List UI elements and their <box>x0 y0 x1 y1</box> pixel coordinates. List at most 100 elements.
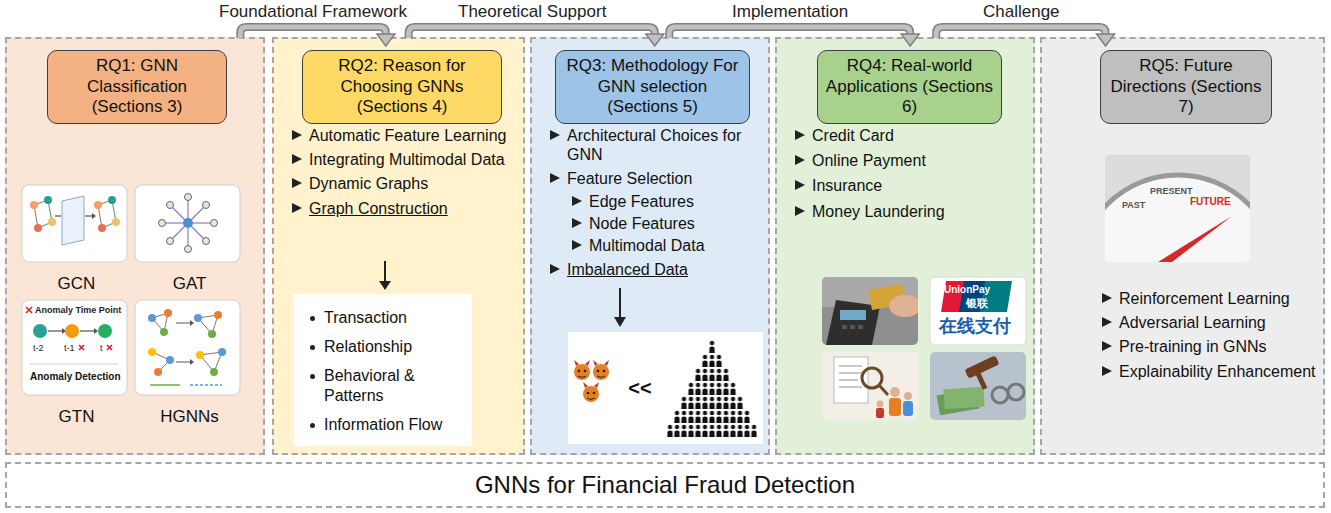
bullet-row: Dynamic Graphs <box>292 174 520 193</box>
bullet-row: Insurance <box>795 176 1030 195</box>
picture-label: Anomaly Detection <box>30 371 121 383</box>
rq-panel: Credit CardOnline PaymentInsuranceMoney … <box>775 37 1035 455</box>
text-label: Relationship <box>324 337 468 356</box>
bullet-arrow <box>1102 366 1112 376</box>
bullet-row: Reinforcement Learning <box>1102 289 1317 308</box>
arrow-head <box>646 34 664 46</box>
rq-header: RQ4: Real-world Applications (Sections 6… <box>817 50 1002 124</box>
bullet-row: Integrating Multimodal Data <box>292 150 520 169</box>
bullet-row: Architectural Choices for GNN <box>550 126 765 164</box>
imbalance-illustration <box>574 340 758 438</box>
bullet-row: Behavioral & Patterns <box>308 366 468 404</box>
text-label: Dynamic Graphs <box>309 174 520 193</box>
topic-band: GNNs for Financial Fraud Detection <box>5 462 1325 508</box>
bullet-row: Credit Card <box>795 126 1030 145</box>
bullet-row: Graph Construction <box>292 199 520 218</box>
text-label: RQ5: Future Directions (Sections 7) <box>1107 56 1265 117</box>
picture-label: Anomaly Time Point <box>35 305 121 315</box>
bullet-dot <box>310 423 315 428</box>
edge-label: Implementation <box>732 2 848 22</box>
text-label: Integrating Multimodal Data <box>309 150 520 169</box>
edge-label: Theoretical Support <box>458 2 606 22</box>
bullet-arrow <box>550 264 560 274</box>
bullet-arrow <box>572 218 582 228</box>
text-label: GCN <box>24 274 129 294</box>
bullet-arrow <box>292 130 302 140</box>
bullet-arrow <box>292 178 302 188</box>
text-label: GNNs for Financial Fraud Detection <box>475 471 855 500</box>
bullet-arrow <box>795 206 805 216</box>
bullet-arrow <box>1102 317 1112 327</box>
bullet-list: TransactionRelationshipBehavioral & Patt… <box>308 308 468 434</box>
bullet-arrow <box>1102 341 1112 351</box>
picture-label: UnionPay <box>944 284 990 296</box>
down-arrow <box>614 288 626 327</box>
arrow-head <box>1097 34 1115 46</box>
bullet-arrow <box>795 155 805 165</box>
image-box: << <box>568 332 763 444</box>
compass-picture <box>1105 155 1250 262</box>
text-label: GTN <box>24 407 129 427</box>
bullet-dot <box>310 345 315 350</box>
bullet-row: Automatic Feature Learning <box>292 126 520 145</box>
text-label: RQ4: Real-world Applications (Sections 6… <box>824 56 995 117</box>
bullet-row: Information Flow <box>308 415 468 434</box>
money-laundering-photo <box>930 352 1026 420</box>
flow-arrow <box>240 27 395 46</box>
rq-header: RQ1: GNN Classification (Sections 3) <box>47 50 227 124</box>
text-label: Imbalanced Data <box>567 260 765 279</box>
down-arrow <box>379 261 391 290</box>
hgnn-illustration <box>135 300 240 395</box>
text-label: Adversarial Learning <box>1119 313 1317 332</box>
flow-arrow-line <box>669 27 910 38</box>
edge-label: Foundational Framework <box>219 2 407 22</box>
picture-label: PRESENT <box>1150 186 1193 196</box>
flow-arrow <box>936 27 1114 46</box>
text-label: RQ1: GNN Classification (Sections 3) <box>54 56 220 117</box>
gcn-illustration <box>22 185 127 262</box>
bullet-row: Money Laundering <box>795 202 1030 221</box>
picture-label: 在线支付 <box>939 316 1011 337</box>
text-label: Information Flow <box>324 415 468 434</box>
flow-arrow-line <box>240 27 386 38</box>
bullet-list: Architectural Choices for GNNFeature Sel… <box>550 126 765 279</box>
flow-arrow <box>669 27 919 46</box>
bullet-arrow <box>795 180 805 190</box>
flow-arrow <box>409 27 664 46</box>
gtn-illustration <box>22 300 127 395</box>
bullet-list: Automatic Feature LearningIntegrating Mu… <box>292 126 520 218</box>
rq-panel: GCNGATGTNHGNNsRQ1: GNN Classification (S… <box>5 37 265 455</box>
flow-arrow-line <box>936 27 1105 38</box>
bullet-arrow <box>292 154 302 164</box>
credit-card-photo <box>822 277 918 345</box>
picture-label: 银联 <box>966 297 988 310</box>
bullet-row: Adversarial Learning <box>1102 313 1317 332</box>
bullet-arrow <box>550 130 560 140</box>
text-label: RQ2: Reason for Choosing GNNs (Sections … <box>309 56 495 117</box>
rq-header: RQ2: Reason for Choosing GNNs (Sections … <box>302 50 502 124</box>
text-label: Money Laundering <box>812 202 1030 221</box>
text-label: RQ3: Methodology For GNN selection (Sect… <box>562 56 743 117</box>
bullet-arrow <box>572 240 582 250</box>
rq-header: RQ5: Future Directions (Sections 7) <box>1100 50 1272 124</box>
flow-arrow-line <box>409 27 655 38</box>
text-label: Online Payment <box>812 151 1030 170</box>
text-label: Credit Card <box>812 126 1030 145</box>
flow-arrow-line <box>669 27 910 38</box>
picture-label: t-2 <box>33 343 44 353</box>
rq-panel: Automatic Feature LearningIntegrating Mu… <box>272 37 525 455</box>
insurance-photo <box>822 352 918 420</box>
bullet-row: Transaction <box>308 308 468 327</box>
text-label: Pre-training in GNNs <box>1119 337 1317 356</box>
edge-label: Challenge <box>983 2 1060 22</box>
text-label: Transaction <box>324 308 468 327</box>
flow-arrow-line <box>240 27 386 38</box>
bullet-row: Explainability Enhancement <box>1102 362 1317 381</box>
flow-arrow-line <box>936 27 1105 38</box>
text-label: Reinforcement Learning <box>1119 289 1317 308</box>
bullet-arrow <box>550 173 560 183</box>
picture-label: FUTURE <box>1190 196 1231 208</box>
bullet-arrow <box>292 203 302 213</box>
flow-arrow-line <box>409 27 655 38</box>
